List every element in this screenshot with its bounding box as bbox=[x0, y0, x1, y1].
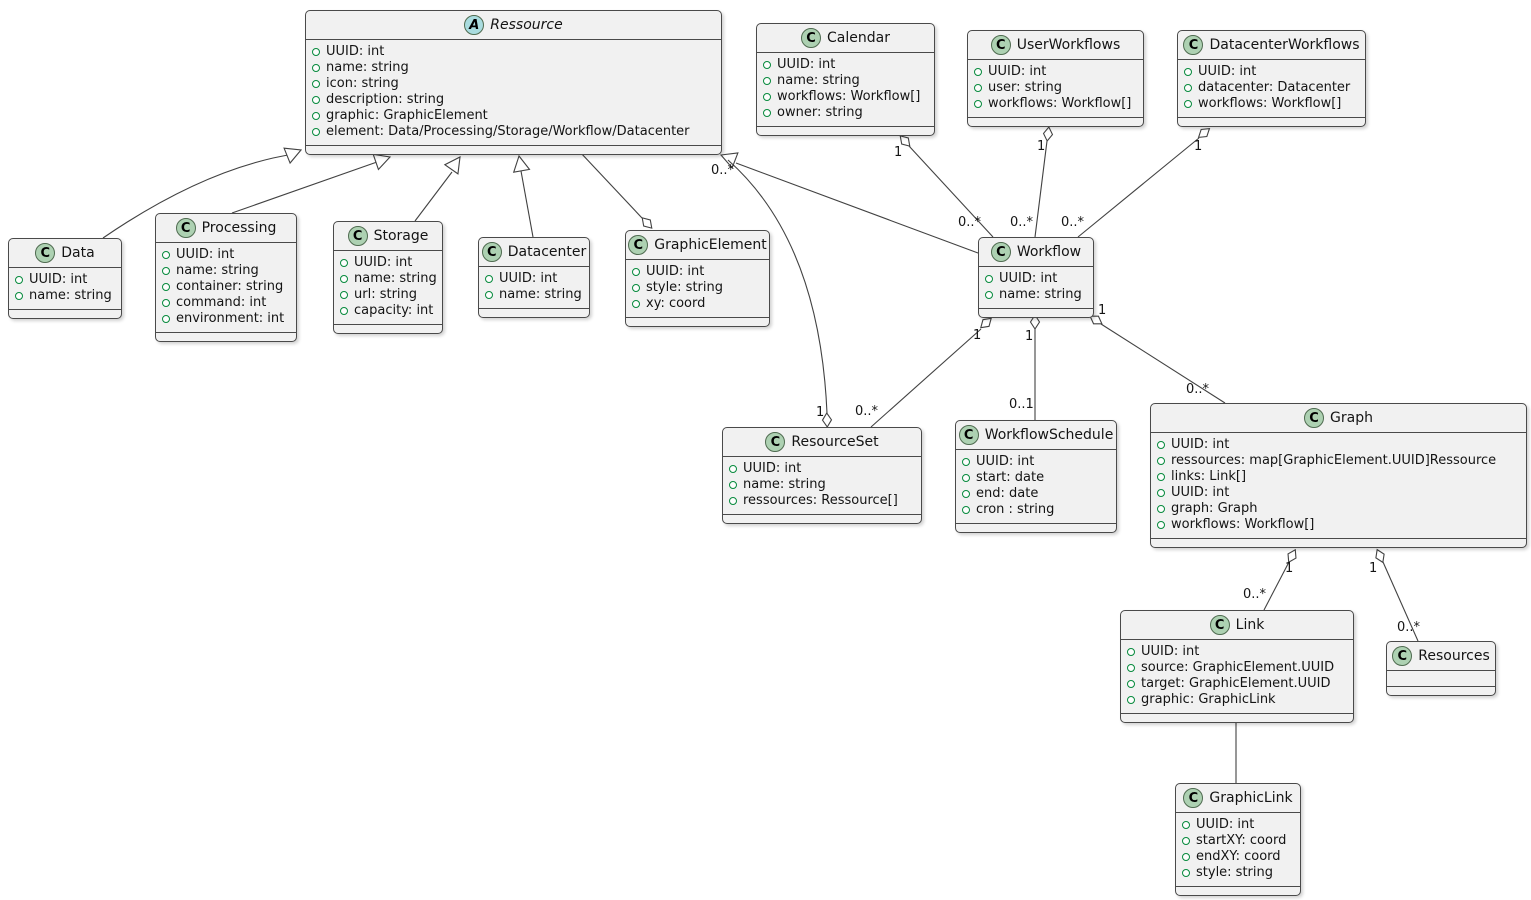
multiplicity-label: 0..* bbox=[855, 404, 879, 419]
aggregation-diamond-icon bbox=[1029, 313, 1041, 331]
multiplicity-label: 0..* bbox=[1397, 620, 1421, 635]
edge-resourceset-aggregates-ressource: 0..* 1 bbox=[711, 159, 833, 429]
aggregation-diamond-icon bbox=[980, 317, 992, 329]
multiplicity-label: 1 bbox=[1285, 561, 1293, 576]
generalization-triangle-icon bbox=[512, 154, 531, 173]
edge-line bbox=[579, 151, 643, 219]
edge-ressource-graphicelement bbox=[579, 151, 653, 229]
edge-line bbox=[1382, 561, 1419, 642]
edge-line bbox=[870, 328, 982, 428]
edge-storage-extends-ressource bbox=[414, 156, 461, 222]
edge-datacenter-extends-ressource bbox=[512, 154, 534, 238]
edge-calendar-aggregates-workflow: 1 0..* bbox=[894, 135, 994, 238]
generalization-triangle-icon bbox=[372, 153, 392, 171]
multiplicity-label: 0..* bbox=[711, 163, 735, 178]
edge-line bbox=[414, 171, 453, 222]
edge-workflow-aggregates-graph: 1 0..* bbox=[1089, 303, 1226, 404]
edge-datacenterworkflows-aggregates-workflow: 1 0..* bbox=[1061, 127, 1211, 238]
edge-line bbox=[1100, 323, 1226, 404]
edge-data-extends-ressource bbox=[102, 147, 303, 239]
aggregation-diamond-icon bbox=[1375, 548, 1385, 564]
multiplicity-label: 0..* bbox=[1061, 215, 1085, 230]
multiplicity-label: 1 bbox=[1369, 561, 1377, 576]
edge-graph-aggregates-link: 1 0..* bbox=[1243, 548, 1297, 611]
multiplicity-label: 1 bbox=[816, 405, 824, 420]
edge-line bbox=[231, 161, 378, 214]
multiplicity-label: 0..* bbox=[1243, 587, 1267, 602]
generalization-triangle-icon bbox=[283, 147, 303, 165]
multiplicity-label: 0..* bbox=[1186, 382, 1210, 397]
edge-processing-extends-ressource bbox=[231, 153, 392, 214]
edge-line bbox=[735, 162, 979, 254]
generalization-triangle-icon bbox=[443, 156, 461, 175]
aggregation-diamond-icon bbox=[1287, 548, 1297, 564]
edge-line bbox=[727, 159, 828, 414]
multiplicity-label: 1 bbox=[1037, 139, 1045, 154]
edge-userworkflows-aggregates-workflow: 1 0..* bbox=[1010, 126, 1054, 238]
multiplicity-label: 1 bbox=[1025, 329, 1033, 344]
edge-workflow-aggregates-workflowschedule: 1 0..1 bbox=[1009, 313, 1041, 420]
edge-line bbox=[1034, 140, 1048, 238]
aggregation-diamond-icon bbox=[641, 217, 653, 229]
multiplicity-label: 1 bbox=[1098, 303, 1106, 318]
multiplicity-label: 0..* bbox=[1010, 215, 1034, 230]
aggregation-diamond-icon bbox=[1042, 126, 1054, 142]
multiplicity-label: 0..* bbox=[958, 215, 982, 230]
edge-line bbox=[102, 153, 295, 239]
edge-line bbox=[520, 170, 534, 238]
generalization-triangle-icon bbox=[719, 152, 739, 169]
multiplicity-label: 1 bbox=[973, 328, 981, 343]
edge-workflow-aggregates-resourceset: 1 0..* bbox=[855, 317, 992, 428]
multiplicity-label: 0..1 bbox=[1009, 397, 1034, 412]
aggregation-diamond-icon bbox=[821, 411, 833, 429]
edge-line bbox=[1077, 137, 1200, 238]
multiplicity-label: 1 bbox=[1194, 139, 1202, 154]
multiplicity-label: 1 bbox=[894, 145, 902, 160]
edge-line bbox=[1263, 561, 1290, 611]
edge-graph-aggregates-resources: 1 0..* bbox=[1369, 548, 1421, 642]
aggregation-diamond-icon bbox=[1197, 127, 1211, 139]
edge-workflow-extends-ressource bbox=[719, 152, 979, 254]
edge-line bbox=[908, 145, 994, 238]
